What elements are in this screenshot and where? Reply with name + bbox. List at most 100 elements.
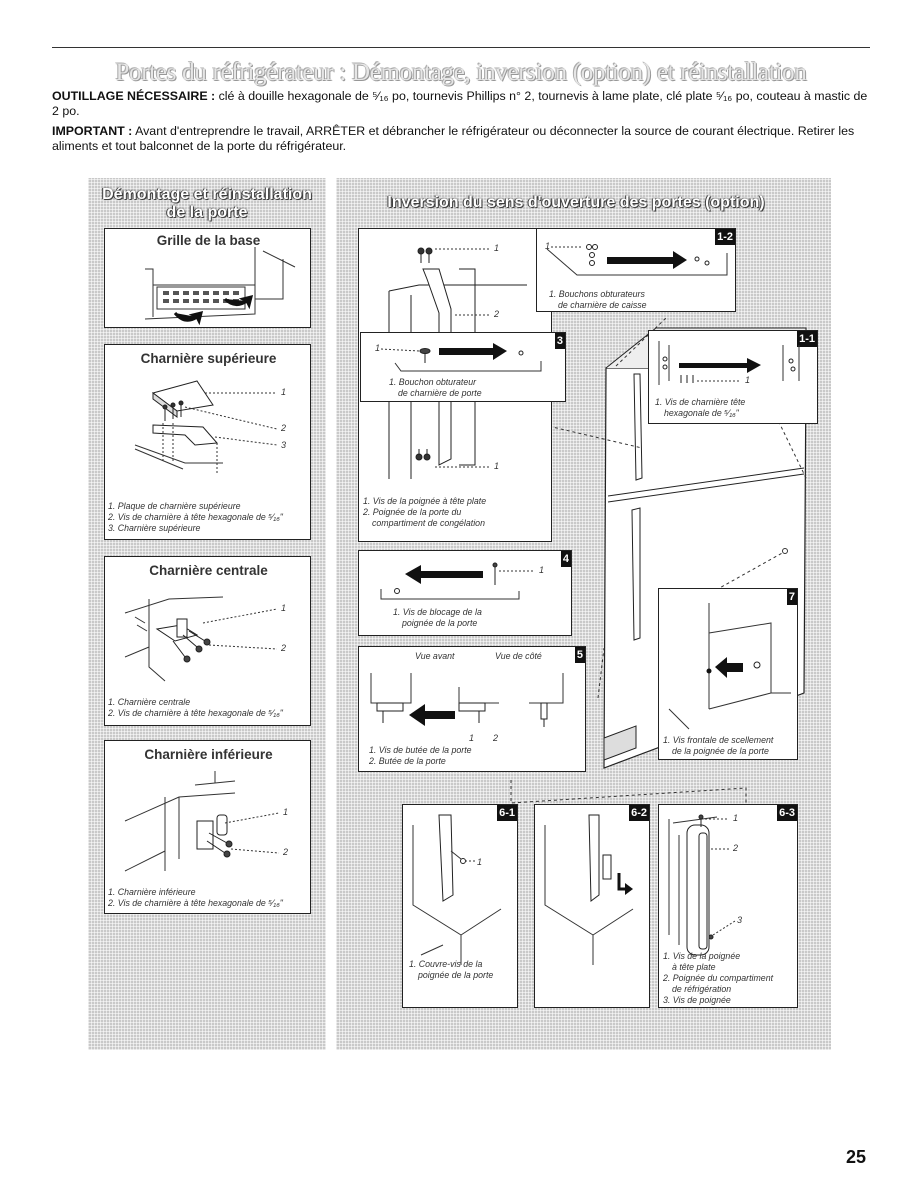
- arrow-left-icon: [715, 657, 727, 678]
- caption-line: hexagonale de ⁵⁄₁₆": [664, 408, 739, 418]
- step-1-1-box: 1-1 1 1. Vis de charnière tête hexagonal…: [648, 330, 818, 424]
- tools-text: clé à douille hexagonale de ⁵⁄₁₆ po, tou…: [52, 89, 868, 118]
- caption-line: 1. Vis de butée de la porte: [369, 745, 472, 755]
- top-hinge-callout-2: 2: [281, 423, 287, 433]
- step-6-3-illustration: [668, 814, 736, 956]
- screw-icon: [419, 348, 431, 363]
- bottom-hinge-callout-2: 2: [283, 847, 289, 857]
- center-hinge-captions: 1. Charnière centrale 2. Vis de charnièr…: [108, 697, 313, 719]
- caption-line: 1. Charnière inférieure: [108, 887, 196, 897]
- side-view-label: Vue de côté: [495, 651, 542, 661]
- step-6-1-captions: 1. Couvre-vis de la poignée de la porte: [409, 959, 517, 981]
- arrow-left-icon: [423, 711, 455, 719]
- step-2-callout: 2: [494, 309, 500, 319]
- arrow-down-icon: [617, 873, 627, 891]
- screw-icon: [162, 400, 184, 421]
- step-badge: 6-2: [629, 805, 649, 821]
- step-1-1-callout: 1: [745, 375, 751, 385]
- important-paragraph: IMPORTANT : Avant d'entreprendre le trav…: [52, 124, 870, 154]
- step-badge: 4: [560, 551, 571, 567]
- caption-line: 2. Vis de charnière à tête hexagonale de…: [108, 512, 283, 522]
- arrow-right-icon: [607, 257, 675, 264]
- caption-line: 2. Poignée de la porte du: [363, 507, 462, 517]
- caption-line: 1. Vis de blocage de la: [393, 607, 482, 617]
- screw-icon: [492, 562, 498, 585]
- arrow-right-icon: [493, 343, 507, 360]
- step-6-2-illustration: [544, 814, 634, 965]
- caption-line: 1. Vis de charnière tête: [655, 397, 746, 407]
- step-1-1-illustration: [658, 341, 800, 385]
- step-5-callout: 1: [469, 733, 475, 743]
- arrow-right-icon: [747, 358, 761, 373]
- center-hinge-illustration: [124, 596, 278, 682]
- step-1-2-box: 1-2 1 1. Bouchons obturateurs de charniè…: [536, 228, 736, 312]
- step-6-3-box: 6-3 1 2 3 1. Vis de la poignée à tête pl…: [658, 804, 798, 1008]
- step-2-callout: 1: [494, 461, 500, 471]
- screw-icon: [382, 711, 545, 727]
- step-5-illustration: [370, 673, 564, 727]
- curved-arrow-icon: [173, 310, 204, 326]
- step-7-captions: 1. Vis frontale de scellement de la poig…: [663, 735, 797, 757]
- step-badge: 1-1: [797, 331, 817, 347]
- step-7-box: 7 1. Vis frontale de scellement de la po…: [658, 588, 798, 760]
- right-panel-heading: Inversion du sens d'ouverture des portes…: [387, 194, 765, 211]
- step-badge: 5: [574, 647, 585, 663]
- step-1-2-illustration: [546, 244, 728, 276]
- tools-label: OUTILLAGE NÉCESSAIRE :: [52, 89, 216, 103]
- center-hinge-callout-2: 2: [281, 643, 287, 653]
- caption-line: compartiment de congélation: [372, 518, 485, 528]
- step-6-3-callout: 1: [733, 813, 739, 823]
- top-hinge-callout-1: 1: [281, 387, 287, 397]
- step-2-captions: 1. Vis de la poignée à tête plate 2. Poi…: [363, 496, 551, 529]
- step-4-illustration: [380, 562, 535, 600]
- header-rule: [52, 47, 870, 48]
- screw-icon: [206, 832, 233, 858]
- caption-line: 1. Plaque de charnière supérieure: [108, 501, 241, 511]
- screw-icon: [586, 244, 598, 266]
- top-hinge-callout-3: 3: [281, 440, 287, 450]
- caption-line: 1. Couvre-vis de la: [409, 959, 483, 969]
- caption-line: 2. Vis de charnière à tête hexagonale de…: [108, 898, 283, 908]
- base-grille-illustration: [144, 247, 296, 326]
- left-heading-line2: de la porte: [166, 204, 248, 221]
- bottom-hinge-title: Charnière inférieure: [144, 747, 273, 762]
- right-panel: Inversion du sens d'ouverture des portes…: [336, 178, 831, 1050]
- curved-arrow-icon: [223, 294, 254, 310]
- step-1-1-captions: 1. Vis de charnière tête hexagonale de ⁵…: [655, 397, 817, 419]
- arrow-right-icon: [673, 251, 687, 269]
- center-hinge-title: Charnière centrale: [149, 563, 268, 578]
- screw-icon: [172, 630, 211, 663]
- arrow-left-icon: [419, 571, 483, 578]
- step-badge: 6-3: [777, 805, 797, 821]
- left-panel: Démontage et réinstallation de la porte …: [88, 178, 326, 1050]
- step-5-captions: 1. Vis de butée de la porte 2. Butée de …: [369, 745, 583, 767]
- step-7-illustration: [668, 603, 791, 730]
- arrow-left-icon: [409, 704, 425, 726]
- step-4-box: 4 1 1. Vis de blocage de la poignée de l…: [358, 550, 572, 636]
- caption-line: de charnière de caisse: [558, 300, 647, 310]
- center-hinge-callout-1: 1: [281, 603, 287, 613]
- step-3-captions: 1. Bouchon obturateur de charnière de po…: [389, 377, 565, 399]
- step-5-box: 5 Vue avant Vue de côté 1 2 1. Vis de bu…: [358, 646, 586, 772]
- step-6-3-callout: 2: [733, 843, 739, 853]
- step-6-3-callout: 3: [737, 915, 743, 925]
- caption-line: 1. Vis frontale de scellement: [663, 735, 774, 745]
- screw-icon: [698, 814, 714, 940]
- step-4-callout: 1: [539, 565, 545, 575]
- step-6-1-illustration: [412, 814, 502, 965]
- tools-paragraph: OUTILLAGE NÉCESSAIRE : clé à douille hex…: [52, 89, 870, 119]
- top-hinge-captions: 1. Plaque de charnière supérieure 2. Vis…: [108, 501, 313, 534]
- step-6-1-box: 6-1 1 1. Couvre-vis de la poignée de la …: [402, 804, 518, 1008]
- arrow-right-icon: [439, 348, 495, 355]
- top-hinge-illustration: [134, 380, 278, 473]
- caption-line: 2. Butée de la porte: [369, 756, 446, 766]
- page-title: Portes du réfrigérateur : Démontage, inv…: [115, 59, 807, 86]
- step-2-callout: 1: [494, 243, 500, 253]
- step-1-2-captions: 1. Bouchons obturateurs de charnière de …: [549, 289, 735, 311]
- step-badge: 3: [554, 333, 565, 349]
- step-6-1-callout: 1: [477, 857, 483, 867]
- caption-line: poignée de la porte: [418, 970, 494, 980]
- center-hinge-box: Charnière centrale 1 2 1. Charnière cent…: [104, 556, 311, 726]
- caption-line: 3. Vis de poignée: [663, 995, 731, 1005]
- arrow-left-icon: [405, 565, 421, 584]
